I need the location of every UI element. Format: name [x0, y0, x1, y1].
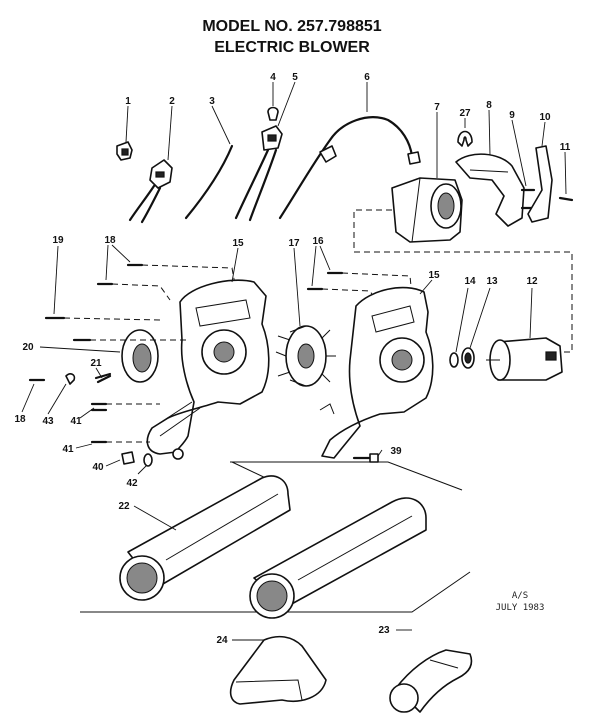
callout-4: 4 — [270, 72, 276, 83]
callout-9: 9 — [509, 110, 515, 121]
callout-12: 12 — [526, 276, 538, 287]
callout-10: 10 — [539, 112, 551, 123]
part-39-screw — [352, 453, 379, 463]
callout-2: 2 — [169, 96, 175, 107]
callout-3: 3 — [209, 96, 215, 107]
part-10-handle-cover — [527, 145, 553, 223]
callout-40: 40 — [92, 462, 104, 473]
callout-18-bottom: 18 — [14, 414, 26, 425]
part-2-cord-set — [128, 159, 173, 224]
part-8-handle — [455, 153, 525, 227]
callout-17: 17 — [288, 238, 300, 249]
callout-41-upper: 41 — [70, 416, 82, 427]
callout-8: 8 — [486, 100, 492, 111]
callout-14: 14 — [464, 276, 476, 287]
callout-23: 23 — [378, 625, 390, 636]
part-22-tube-left — [119, 475, 291, 601]
part-19-screw — [44, 316, 161, 321]
callout-6: 6 — [364, 72, 370, 83]
model-number-title: MODEL NO. 257.798851 — [202, 18, 381, 35]
callout-42: 42 — [126, 478, 138, 489]
callout-16: 16 — [312, 236, 324, 247]
part-14-washer — [449, 352, 459, 368]
part-15-left-housing — [146, 279, 270, 460]
callout-labels: 1 2 3 4 5 6 7 27 8 9 10 11 19 18 15 17 1… — [14, 72, 570, 646]
stamp-line-2: JULY 1983 — [496, 603, 545, 613]
callout-24: 24 — [216, 635, 228, 646]
callout-39: 39 — [390, 446, 402, 457]
callout-15-right: 15 — [428, 270, 440, 281]
part-17-fan — [275, 325, 336, 387]
part-41-screws — [90, 402, 160, 444]
part-23-curved-nozzle — [389, 649, 473, 713]
part-27-clip — [457, 130, 473, 147]
stamp-line-1: A/S — [512, 591, 528, 601]
part-22-tube-right — [249, 497, 427, 619]
part-11-screw — [558, 196, 574, 202]
callout-11: 11 — [560, 142, 571, 153]
callout-18-top: 18 — [104, 235, 116, 246]
part-40-nut — [121, 451, 135, 465]
part-3-wire — [184, 144, 234, 220]
callout-1: 1 — [125, 96, 131, 107]
part-43-clip — [65, 373, 76, 385]
part-42-washer — [143, 453, 153, 467]
part-4-cap — [267, 106, 279, 121]
callout-43: 43 — [42, 416, 54, 427]
callout-27: 27 — [459, 108, 471, 119]
callout-22: 22 — [118, 501, 130, 512]
callout-21: 21 — [90, 358, 102, 369]
part-13-bearing — [461, 347, 475, 369]
callout-19: 19 — [52, 235, 64, 246]
part-5-switch — [234, 125, 283, 222]
part-24-flat-nozzle — [229, 635, 327, 705]
callout-20: 20 — [22, 342, 34, 353]
part-20-baffle — [121, 329, 159, 383]
part-15-right-housing — [319, 286, 434, 459]
callout-13: 13 — [486, 276, 498, 287]
callout-5: 5 — [292, 72, 298, 83]
product-name-title: ELECTRIC BLOWER — [214, 39, 370, 56]
part-screws-middle — [72, 338, 186, 380]
part-7-motor-housing — [391, 177, 463, 243]
part-12-motor — [486, 337, 563, 381]
part-6-lead-cord — [278, 116, 421, 220]
callout-15-left: 15 — [232, 238, 244, 249]
assembly-guide-line — [353, 209, 573, 353]
part-1-plug-clip — [116, 141, 133, 161]
callout-41-lower: 41 — [62, 444, 74, 455]
callout-7: 7 — [434, 102, 440, 113]
part-21-pin — [96, 374, 112, 384]
